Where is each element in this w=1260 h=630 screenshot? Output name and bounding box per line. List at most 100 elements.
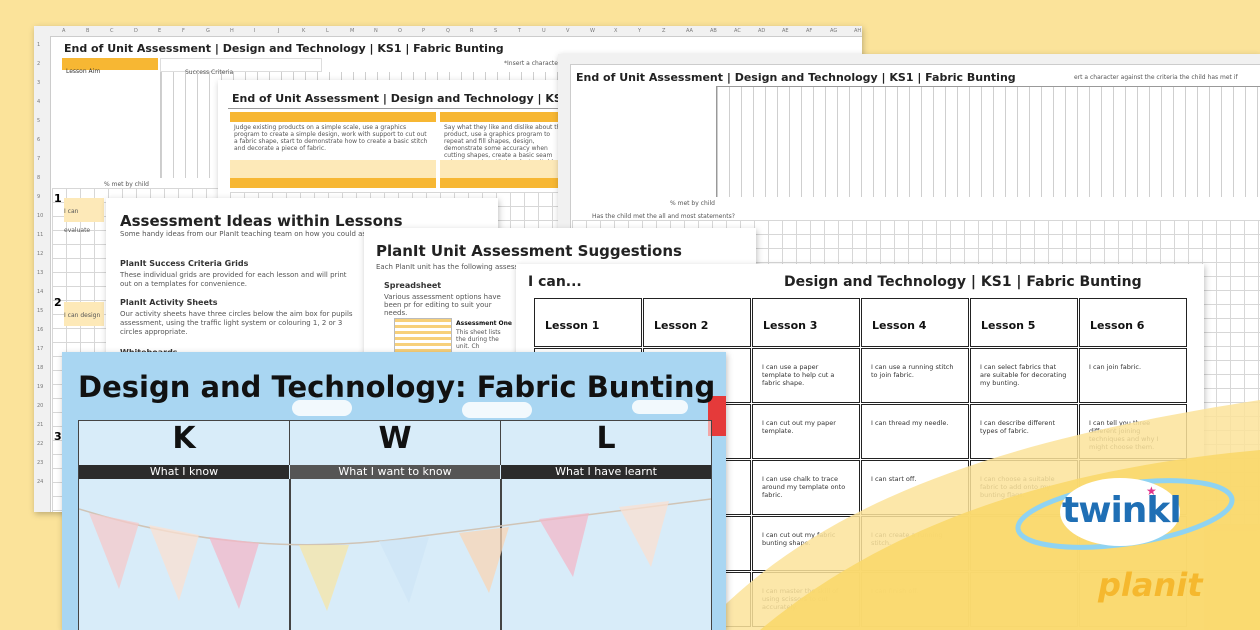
ideas-text-1: These individual grids are provided for …: [120, 271, 347, 288]
column-letter: I: [254, 28, 256, 34]
kwl-w-header: W: [290, 421, 501, 465]
column-letter: D: [134, 28, 138, 34]
column-letter: Y: [638, 28, 642, 34]
suggestions-heading-1: Spreadsheet: [384, 281, 442, 290]
column-letter: F: [182, 28, 185, 34]
statement-row-2: I can design: [64, 302, 104, 326]
statement-cell: I can select fabrics that are suitable f…: [970, 348, 1078, 403]
column-letter: M: [350, 28, 355, 34]
column-letter: AB: [710, 28, 717, 34]
suggestions-thumbnail: [394, 318, 452, 354]
row-number: 20: [37, 403, 44, 409]
row-number: 6: [37, 137, 41, 143]
lesson-header: Lesson 5: [981, 319, 1036, 332]
rubric-all-text: Judge existing products on a simple scal…: [234, 124, 428, 152]
ideas-heading-1: PlanIt Success Criteria Grids: [120, 259, 249, 268]
column-letter: J: [278, 28, 280, 34]
lesson-header: Lesson 3: [763, 319, 818, 332]
right-criteria-columns: [716, 86, 1260, 197]
rubric-most-header: Most: [440, 112, 568, 129]
lesson-header: Lesson 1: [545, 319, 600, 332]
statement-cell: I can join fabric.: [1079, 348, 1187, 403]
kwl-l-header: L: [501, 421, 711, 465]
lesson-header-cell: Lesson 4: [861, 298, 969, 347]
column-letter: AF: [806, 28, 813, 34]
statement-label: I can evaluate: [64, 208, 91, 234]
kwl-w-letter: W: [378, 421, 412, 456]
rubric-all-pct: 33%: [230, 178, 436, 195]
lesson-header-cell: Lesson 1: [534, 298, 642, 347]
statement-label: I can design: [64, 312, 101, 319]
row-number: 8: [37, 175, 41, 181]
lesson-header-cell: Lesson 3: [752, 298, 860, 347]
twinkl-logo: twinkl ★: [1015, 468, 1235, 550]
lesson-header: Lesson 4: [872, 319, 927, 332]
column-letter: AD: [758, 28, 766, 34]
row-number: 2: [37, 61, 41, 67]
column-letter: V: [566, 28, 570, 34]
statement-text: I can join fabric.: [1089, 363, 1142, 371]
statement-row-1: I can evaluate: [64, 198, 104, 234]
lesson-aim-label: Lesson Aim: [66, 68, 101, 75]
kwl-w-caption: What I want to know: [290, 465, 500, 479]
statement-text: I can select fabrics that are suitable f…: [980, 363, 1067, 387]
column-letter: H: [230, 28, 234, 34]
row-number: 3: [37, 80, 41, 86]
row-number: 14: [37, 289, 44, 295]
statement-text: I can use chalk to trace around my templ…: [762, 475, 846, 499]
row-number: 16: [37, 327, 44, 333]
kwl-sheet: Design and Technology: Fabric Bunting K …: [62, 352, 726, 630]
suggestions-intro: Each PlanIt unit has the following asses…: [376, 263, 537, 271]
cloud-decoration: [292, 400, 352, 416]
star-icon: ★: [1146, 484, 1157, 498]
statement-text: I can thread my needle.: [871, 419, 949, 427]
column-letter: Z: [662, 28, 666, 34]
row-number: 7: [37, 156, 41, 162]
kwl-k-caption: What I know: [79, 465, 289, 479]
column-letter: U: [542, 28, 546, 34]
ican-title-left: I can...: [528, 274, 582, 290]
suggestions-heading-2: Assessment One: [456, 320, 512, 327]
column-letter: B: [86, 28, 90, 34]
kwl-divider-2: [500, 479, 502, 630]
kwl-k-letter: K: [172, 421, 196, 456]
row-number: 18: [37, 365, 44, 371]
ideas-text-2: Our activity sheets have three circles b…: [120, 310, 353, 336]
row-number: 15: [37, 308, 44, 314]
column-letter: A: [62, 28, 66, 34]
planit-wordmark: planit: [1098, 566, 1203, 604]
lesson-header: Lesson 6: [1090, 319, 1145, 332]
statement-cell: I can thread my needle.: [861, 404, 969, 459]
rubric-most-body: [440, 160, 568, 180]
lesson-header-cell: Lesson 2: [643, 298, 751, 347]
column-letter: Q: [446, 28, 450, 34]
column-letter: AE: [782, 28, 789, 34]
twinkl-wordmark: twinkl: [1062, 490, 1182, 531]
column-letter: AA: [686, 28, 693, 34]
row-number: 12: [37, 251, 44, 257]
statement-cell: I can use a running stitch to join fabri…: [861, 348, 969, 403]
column-letter: L: [326, 28, 329, 34]
row-number: 5: [37, 118, 41, 124]
column-letter: C: [110, 28, 114, 34]
bunting-corner-red: [708, 396, 726, 436]
rubric-all-pct-value: 33%: [326, 188, 339, 195]
column-letter: AH: [854, 28, 862, 34]
right-spreadsheet-note: ert a character against the criteria the…: [1074, 74, 1238, 81]
right-spreadsheet-title: End of Unit Assessment | Design and Tech…: [576, 71, 1016, 84]
kwl-l-caption: What I have learnt: [501, 465, 711, 479]
kwl-title: Design and Technology: Fabric Bunting: [78, 370, 716, 404]
spreadsheet-title: End of Unit Assessment | Design and Tech…: [64, 42, 504, 55]
rubric-most-pct-value: 33%: [498, 188, 511, 195]
rubric-all-body: [230, 160, 436, 180]
lesson-header-cell: Lesson 6: [1079, 298, 1187, 347]
row-number: 1: [37, 42, 41, 48]
column-letter: AC: [734, 28, 741, 34]
row-number: 22: [37, 441, 44, 447]
statement-text: I can describe different types of fabric…: [980, 419, 1056, 435]
suggestions-title: PlanIt Unit Assessment Suggestions: [376, 242, 682, 260]
cloud-decoration: [462, 402, 532, 418]
row-number: 21: [37, 422, 44, 428]
